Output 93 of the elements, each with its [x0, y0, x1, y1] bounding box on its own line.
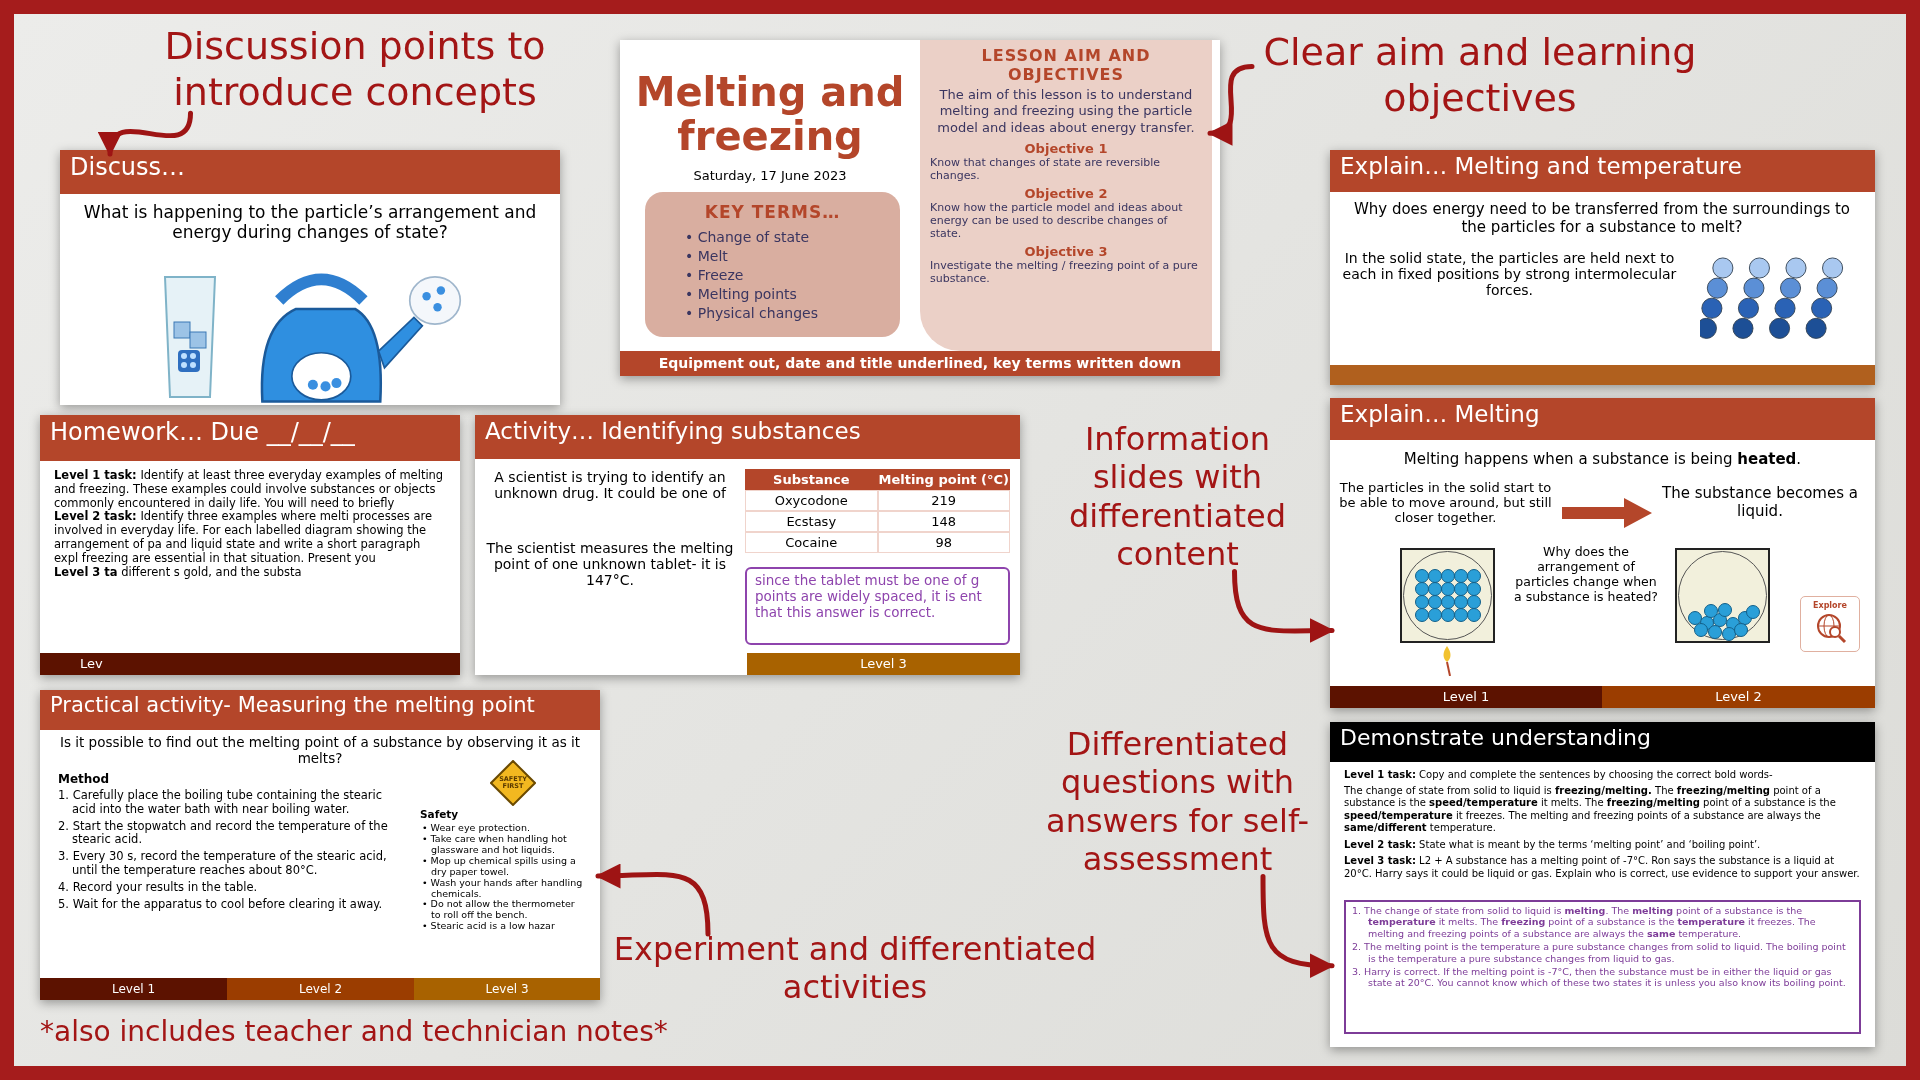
date-text: Saturday, 17 June 2023 [692, 168, 848, 183]
aim-text: The aim of this lesson is to understand melting and freezing using the particle model and ideas about energy transfer. [936, 87, 1196, 136]
callout-text: Experiment and differentiated activities [610, 930, 1100, 1007]
level-bar: Level 2 [1602, 686, 1875, 708]
objective-text: Know that changes of state are reversible changes. [930, 155, 1162, 182]
level-bar: Lev [40, 653, 460, 675]
table-cell: Ecstasy [745, 511, 878, 532]
list-item: • Melting points [685, 285, 798, 304]
slide-card [1330, 150, 1875, 385]
curved-arrow [595, 863, 711, 937]
slide-header: Explain… Melting and temperature [1330, 150, 1875, 192]
list-item: • Melt [685, 247, 729, 266]
safety-rule: • Take care when handling hot glassware and hot liquids. [422, 833, 568, 856]
table-header-cell: Melting point (°C) [877, 469, 1010, 490]
table-cell: Oxycodone [745, 490, 878, 511]
method-step: 5. Wait for the apparatus to cool before clearing it away. [58, 897, 408, 912]
table-cell: Cocaine [745, 532, 878, 553]
body-text: The particles in the solid start to be able to move around, but still closer together. [1338, 480, 1553, 525]
curved-arrow [1207, 63, 1255, 143]
slide-card [40, 415, 460, 675]
list-item: • Freeze [685, 266, 745, 285]
answer-text: 3. Harry is correct. If the melting point is -7°C, then the substance must be in either the liquid or gas state at 20°C. You cannot know which of these two states it is unless you also know its boiling point. [1352, 965, 1847, 989]
slide-header: Discuss… [60, 150, 560, 194]
slide-card [60, 150, 560, 405]
slide-header: Homework… Due __/__/__ [40, 415, 460, 461]
answer-box [1344, 900, 1861, 1034]
curved-arrow [1260, 874, 1335, 978]
answer-text: 1. The change of state from solid to liquid is melting. The melting point of a substance is the temperature it melts. The freezing point of a substance is the temperature it freezes. The melting and freezing points of a substance are always the same temperature. [1352, 905, 1817, 940]
instruction-bar: Equipment out, date and title underlined, key terms written down [620, 351, 1220, 376]
task-text: Level 3 task: L2 + A substance has a melting point of -7°C. Ron says the substance is a liquid at 20°C. Harry says it could be liquid or gas. Explain who is correct, use evidence to support your answer. [1344, 855, 1861, 880]
objective-heading: Objective 3 [1023, 243, 1109, 259]
table-header-cell: Substance [745, 469, 878, 490]
answer-box: since the tablet must be one of g points are widely spaced, it is ent that this answer is correct. [745, 567, 1010, 645]
slide-header: Demonstrate understanding [1330, 722, 1875, 762]
explore-label: Explore [1812, 601, 1848, 610]
objectives-panel [920, 40, 1212, 351]
callout-text: Information slides with differentiated content [1035, 420, 1320, 574]
slide-card [475, 415, 1020, 675]
task-text: Level 2 task: State what is meant by the terms ‘melting point’ and ‘boiling point’. [1344, 838, 1762, 851]
level-bar: Level 1 [1330, 686, 1602, 708]
objective-heading: Objective 2 [1023, 185, 1109, 201]
method-heading: Method [58, 772, 110, 786]
question-text: Why does the arrangement of particles change when a substance is heated? [1513, 544, 1659, 604]
task-text: Level 1 task: Copy and complete the sentences by choosing the correct bold words- [1344, 769, 1774, 782]
objective-heading: Objective 1 [1023, 140, 1109, 156]
task-text: The change of state from solid to liquid is freezing/melting. The freezing/melting point of a substance is the speed/temperature it melts. The freezing/melting point of a substance is the speed/temperature it freezes. The melting and freezing points of a substance are always the same/different temperature. [1344, 784, 1837, 835]
question-text: What is happening to the particle’s arrangement and energy during changes of state? [82, 202, 538, 242]
callout-text: Discussion points to introduce concepts [120, 24, 590, 116]
lesson-title: Melting and freezing [635, 70, 905, 158]
list-item: • Physical changes [685, 304, 819, 323]
question-text: Why does energy need to be transferred from the surroundings to the particles for a substance to melt? [1352, 200, 1852, 236]
slide-card [1330, 722, 1875, 1047]
safety-rule: • Stearic acid is a low hazar [422, 921, 556, 933]
safety-rule: • Do not allow the thermometer to roll off the bench. [422, 899, 576, 922]
method-step: 4. Record your results in the table. [58, 880, 408, 895]
objective-text: Investigate the melting / freezing point of a pure substance. [930, 258, 1199, 285]
panel-heading: LESSON AIM AND OBJECTIVES [980, 46, 1152, 84]
slide-card [1330, 398, 1875, 708]
method-step: 1. Carefully place the boiling tube containing the stearic acid into the water bath with near boiling water. [58, 789, 408, 817]
body-text: In the solid state, the particles are held next to each in fixed positions by strong intermolecular forces. [1342, 250, 1677, 298]
level-bar: Level 3 [747, 653, 1020, 675]
table-cell: 98 [877, 532, 1010, 553]
body-text: The scientist measures the melting point of one unknown tablet- it is 147°C. [485, 540, 735, 588]
body-text: Melting happens when a substance is being heated. [1402, 450, 1803, 468]
key-terms-panel [645, 192, 900, 337]
body-text: The substance becomes a liquid. [1661, 484, 1859, 520]
table-cell: 148 [877, 511, 1010, 532]
objective-text: Know how the particle model and ideas about energy can be used to describe changes of state. [930, 200, 1184, 240]
safety-rule: • Wash your hands after handling chemicals. [422, 877, 584, 900]
task-text: Level 3 ta different s gold, and the substa [54, 565, 303, 580]
curved-arrow [1232, 569, 1335, 644]
level-bar: Level 3 [414, 978, 600, 1000]
slide-header: Practical activity- Measuring the melting point [40, 690, 600, 730]
safety-heading: Safety [420, 808, 459, 820]
method-step: 2. Start the stopwatch and record the temperature of the stearic acid. [58, 819, 408, 848]
body-text: A scientist is trying to identify an unknown drug. It could be one of [493, 469, 728, 501]
level-bar: Level 1 [40, 978, 227, 1000]
level-bar: Level 2 [227, 978, 414, 1000]
slide-header: Activity… Identifying substances [475, 415, 1020, 459]
task-text: Level 1 task: Identify at least three everyday examples of melting and freezing. These examples could involve substances or objects commonly encountered in daily life. You will need to briefly [54, 469, 445, 510]
safety-rule: • Wear eye protection. [422, 823, 531, 834]
note-text: *also includes teacher and technician notes* [40, 1015, 668, 1048]
slide-header: Explain… Melting [1330, 398, 1875, 440]
table-cell: 219 [877, 490, 1010, 511]
callout-text: Clear aim and learning objectives [1250, 30, 1710, 122]
panel-heading: KEY TERMS… [703, 202, 842, 222]
callout-text: Differentiated questions with answers for self-assessment [1035, 725, 1320, 879]
method-step: 3. Every 30 s, record the temperature of the stearic acid, until the temperature reaches about 80°C. [58, 850, 408, 878]
slide-card [40, 690, 600, 1000]
slide-card [620, 40, 1220, 376]
safety-rule: • Mop up chemical spills using a dry paper towel. [422, 855, 577, 878]
answer-text: 2. The melting point is the temperature a pure substance changes from solid to liquid. The boiling point is the temperature a pure substance changes from liquid to gas. [1352, 941, 1847, 964]
list-item: • Change of state [685, 228, 811, 247]
